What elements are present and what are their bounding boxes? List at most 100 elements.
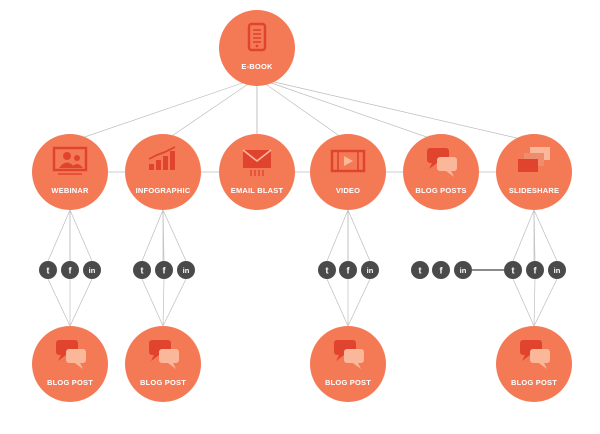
connector-line — [256, 77, 349, 143]
blog-post-node-4-label: BLOG POST — [511, 378, 557, 387]
channel-node-blogposts-label: BLOG POSTS — [415, 186, 466, 195]
connector-line — [256, 77, 442, 143]
blog-post-node-4: BLOG POST — [496, 326, 572, 402]
connector-line — [69, 77, 258, 143]
social-group-2: t f in — [133, 261, 195, 279]
facebook-icon: f — [526, 261, 544, 279]
connector-line — [512, 278, 535, 327]
blog-post-node-3-label: BLOG POST — [325, 378, 371, 387]
blog-post-node-1: BLOG POST — [32, 326, 108, 402]
linkedin-glyph: in — [183, 266, 190, 275]
connector-line — [533, 278, 558, 327]
facebook-icon: f — [155, 261, 173, 279]
webinar-presenter-icon — [52, 146, 88, 175]
blog-post-node-2-circle — [125, 326, 201, 402]
nodes: E-BOOK WEBINAR INFOGRAPHIC EMAIL BLAST VIDEO… — [32, 10, 572, 402]
facebook-icon: f — [432, 261, 450, 279]
channel-node-slideshare: SLIDESHARE — [496, 134, 572, 210]
facebook-glyph: f — [534, 266, 538, 276]
connector-line — [347, 209, 371, 262]
facebook-icon: f — [339, 261, 357, 279]
channel-node-video: VIDEO — [310, 134, 386, 210]
twitter-bird-icon: t — [133, 261, 151, 279]
blog-post-node-2-label: BLOG POST — [140, 378, 186, 387]
speech-bubbles-icon — [520, 340, 550, 369]
social-group-1: t f in — [39, 261, 101, 279]
twitter-glyph: t — [47, 266, 50, 276]
blog-post-node-1-circle — [32, 326, 108, 402]
speech-bubbles-icon — [149, 340, 179, 369]
channel-node-blogposts: BLOG POSTS — [403, 134, 479, 210]
connector-line — [533, 278, 536, 327]
film-strip-icon — [330, 149, 366, 173]
stacked-slides-icon — [518, 147, 550, 172]
channel-node-infographic: INFOGRAPHIC — [125, 134, 201, 210]
blog-post-node-2: BLOG POST — [125, 326, 201, 402]
twitter-glyph: t — [512, 266, 515, 276]
connectors — [47, 77, 558, 327]
ebook-node-label: E-BOOK — [241, 62, 273, 71]
linkedin-icon: in — [83, 261, 101, 279]
channel-node-infographic-circle — [125, 134, 201, 210]
facebook-glyph: f — [163, 266, 167, 276]
channel-node-infographic-label: INFOGRAPHIC — [136, 186, 191, 195]
facebook-glyph: f — [69, 266, 73, 276]
speech-bubbles-icon — [334, 340, 364, 369]
channel-node-blogposts-circle — [403, 134, 479, 210]
channel-node-webinar: WEBINAR — [32, 134, 108, 210]
social-group-blogposts: t f in — [411, 261, 472, 279]
bar-chart-icon — [148, 146, 176, 170]
twitter-glyph: t — [141, 266, 144, 276]
linkedin-icon: in — [548, 261, 566, 279]
channel-node-email-circle — [219, 134, 295, 210]
channel-node-email: EMAIL BLAST — [219, 134, 295, 210]
facebook-icon: f — [61, 261, 79, 279]
channel-node-video-label: VIDEO — [336, 186, 360, 195]
social-group-4: t f in — [504, 261, 566, 279]
speech-bubbles-icon — [427, 148, 457, 177]
connector-line — [69, 209, 93, 262]
twitter-glyph: t — [326, 266, 329, 276]
blog-post-node-3-circle — [310, 326, 386, 402]
connector-line — [512, 209, 535, 262]
connector-line — [162, 278, 165, 327]
connector-line — [162, 77, 258, 143]
linkedin-icon: in — [454, 261, 472, 279]
connector-line — [141, 278, 164, 327]
channel-node-webinar-circle — [32, 134, 108, 210]
blog-post-node-3: BLOG POST — [310, 326, 386, 402]
facebook-glyph: f — [347, 266, 351, 276]
speech-bubbles-icon — [56, 340, 86, 369]
blog-post-node-1-label: BLOG POST — [47, 378, 93, 387]
connector-line — [326, 278, 349, 327]
facebook-glyph: f — [440, 266, 444, 276]
twitter-glyph: t — [419, 266, 422, 276]
twitter-bird-icon: t — [318, 261, 336, 279]
connector-line — [162, 278, 187, 327]
linkedin-icon: in — [177, 261, 195, 279]
linkedin-glyph: in — [89, 266, 96, 275]
connector-line — [162, 209, 187, 262]
twitter-bird-icon: t — [411, 261, 429, 279]
social-group-3: t f in — [318, 261, 379, 279]
connector-line — [256, 77, 535, 143]
twitter-bird-icon: t — [39, 261, 57, 279]
connector-line — [69, 278, 93, 327]
channel-node-slideshare-label: SLIDESHARE — [509, 186, 559, 195]
channel-node-webinar-label: WEBINAR — [51, 186, 89, 195]
ebook-node: E-BOOK — [219, 10, 295, 86]
channel-node-email-label: EMAIL BLAST — [231, 186, 284, 195]
connector-line — [347, 278, 371, 327]
linkedin-icon: in — [361, 261, 379, 279]
connector-line — [47, 209, 71, 262]
linkedin-glyph: in — [554, 266, 561, 275]
blog-post-node-4-circle — [496, 326, 572, 402]
connector-line — [141, 209, 164, 262]
connector-line — [533, 209, 558, 262]
twitter-bird-icon: t — [504, 261, 522, 279]
ereader-icon — [247, 22, 267, 52]
linkedin-glyph: in — [460, 266, 467, 275]
linkedin-glyph: in — [367, 266, 374, 275]
connector-line — [326, 209, 349, 262]
